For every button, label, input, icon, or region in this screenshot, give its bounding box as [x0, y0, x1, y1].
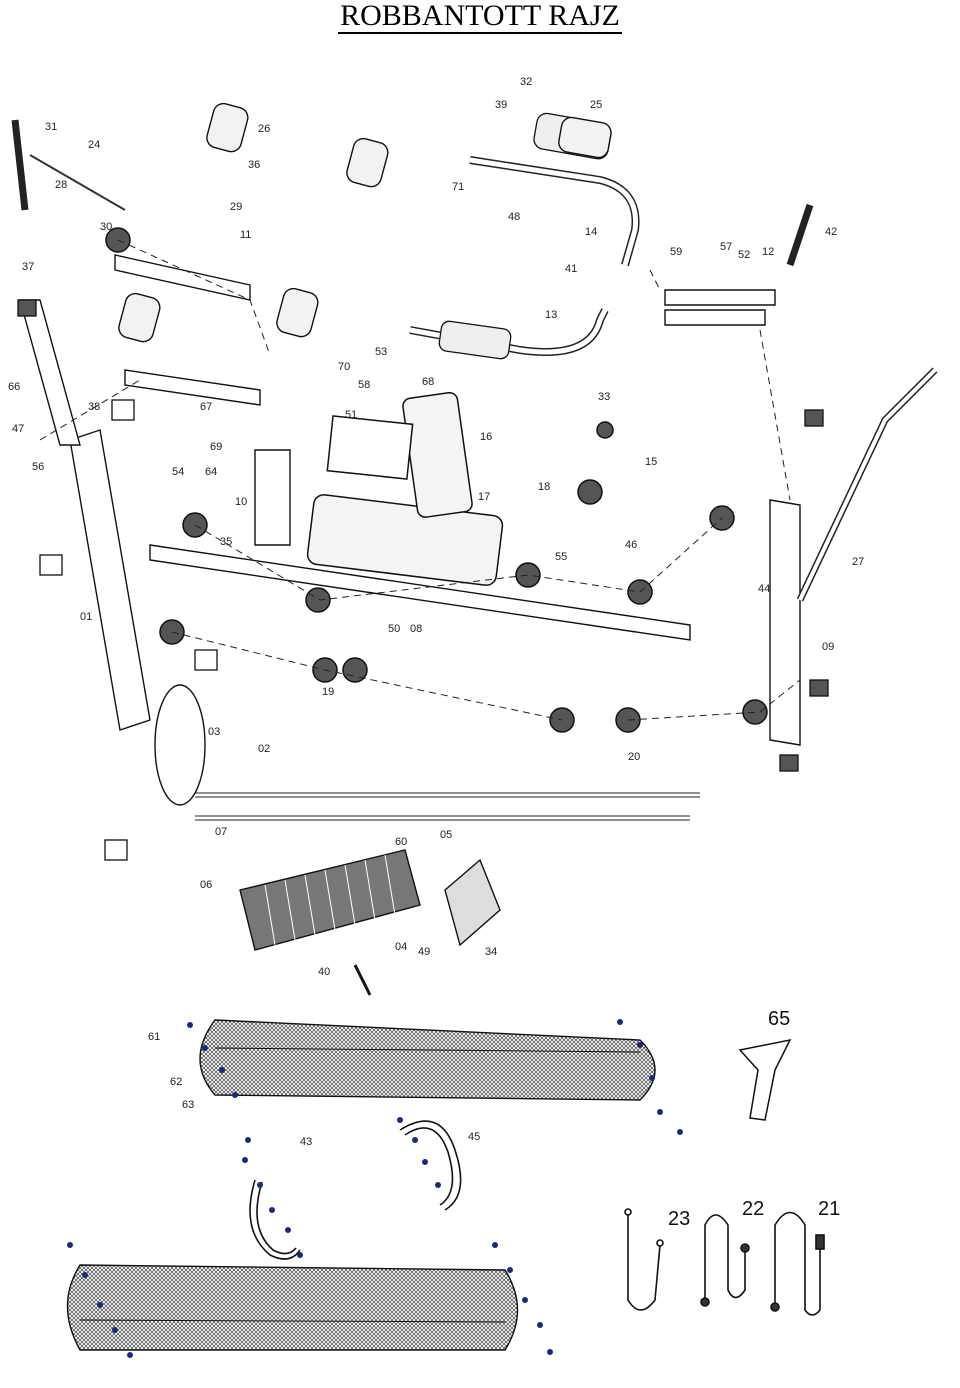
label-27: 27: [852, 556, 864, 568]
label-56: 56: [32, 461, 44, 473]
label-61: 61: [148, 1031, 160, 1043]
seat-pad-17: [306, 494, 504, 586]
label-03: 03: [208, 726, 220, 738]
label-38: 38: [88, 401, 100, 413]
label-62: 62: [170, 1076, 182, 1088]
label-16: 16: [480, 431, 492, 443]
pulleys: [105, 227, 768, 733]
label-25: 25: [590, 99, 602, 111]
hardware-fasteners: [67, 1019, 683, 1358]
label-01: 01: [80, 611, 92, 623]
cable-paths: [39, 239, 801, 721]
label-43: 43: [300, 1136, 312, 1148]
part-65-bracket: [738, 1038, 792, 1121]
label-67: 67: [200, 401, 212, 413]
label-59: 59: [670, 246, 682, 258]
label-02: 02: [258, 743, 270, 755]
label-21: 21: [818, 1198, 840, 1220]
label-31: 31: [45, 121, 57, 133]
label-26: 26: [258, 123, 270, 135]
label-60: 60: [395, 836, 407, 848]
mesh-bands: [249, 1120, 462, 1260]
label-33: 33: [598, 391, 610, 403]
label-71: 71: [452, 181, 464, 193]
label-23: 23: [668, 1208, 690, 1230]
label-11: 11: [240, 229, 251, 241]
label-63: 63: [182, 1099, 194, 1111]
label-32: 32: [520, 76, 532, 88]
label-35: 35: [220, 536, 232, 548]
page-title-text: ROBBANTOTT RAJZ: [338, 0, 622, 34]
label-66: 66: [8, 381, 20, 393]
label-34: 34: [485, 946, 497, 958]
label-47: 47: [12, 423, 24, 435]
label-04: 04: [395, 941, 407, 953]
label-42: 42: [825, 226, 837, 238]
label-17: 17: [478, 491, 490, 503]
end-caps: [17, 299, 829, 861]
label-40: 40: [318, 966, 330, 978]
label-57: 57: [720, 241, 732, 253]
label-51: 51: [345, 409, 357, 421]
part-labels: 01 02 03 04 05 06 07 08 09 10 11 12 13 1…: [8, 76, 864, 1230]
label-44: 44: [758, 583, 770, 595]
label-55: 55: [555, 551, 567, 563]
label-09: 09: [822, 641, 834, 653]
label-49: 49: [418, 946, 430, 958]
label-53: 53: [375, 346, 387, 358]
label-45: 45: [468, 1131, 480, 1143]
label-08: 08: [410, 623, 422, 635]
label-37: 37: [22, 261, 34, 273]
label-52: 52: [738, 249, 750, 261]
label-29: 29: [230, 201, 242, 213]
label-19: 19: [322, 686, 334, 698]
press-arms: [11, 112, 938, 602]
label-07: 07: [215, 826, 227, 838]
label-24: 24: [88, 139, 100, 151]
page-title: ROBBANTOTT RAJZ: [0, 0, 960, 40]
label-41: 41: [565, 263, 577, 275]
mesh-covers: [66, 1019, 656, 1351]
label-46: 46: [625, 539, 637, 551]
label-70: 70: [338, 361, 350, 373]
label-68: 68: [422, 376, 434, 388]
label-39: 39: [495, 99, 507, 111]
label-18: 18: [538, 481, 550, 493]
seat-bracket-51: [326, 415, 414, 480]
label-48: 48: [508, 211, 520, 223]
label-64: 64: [205, 466, 217, 478]
back-pad-16: [402, 391, 473, 518]
label-12: 12: [762, 246, 774, 258]
label-65: 65: [768, 1008, 790, 1030]
label-06: 06: [200, 879, 212, 891]
label-58: 58: [358, 379, 370, 391]
label-28: 28: [55, 179, 67, 191]
label-30: 30: [100, 221, 112, 233]
label-54: 54: [172, 466, 184, 478]
label-50: 50: [388, 623, 400, 635]
weight-stack: [154, 684, 700, 996]
label-05: 05: [440, 829, 452, 841]
foam-rollers: [118, 102, 612, 343]
label-13: 13: [545, 309, 557, 321]
cables-21-22-23: [624, 1208, 825, 1316]
label-14: 14: [585, 226, 597, 238]
label-36: 36: [248, 159, 260, 171]
label-15: 15: [645, 456, 657, 468]
label-22: 22: [742, 1198, 764, 1220]
seat-pads: [306, 391, 504, 586]
label-69: 69: [210, 441, 222, 453]
label-10: 10: [235, 496, 247, 508]
label-20: 20: [628, 751, 640, 763]
